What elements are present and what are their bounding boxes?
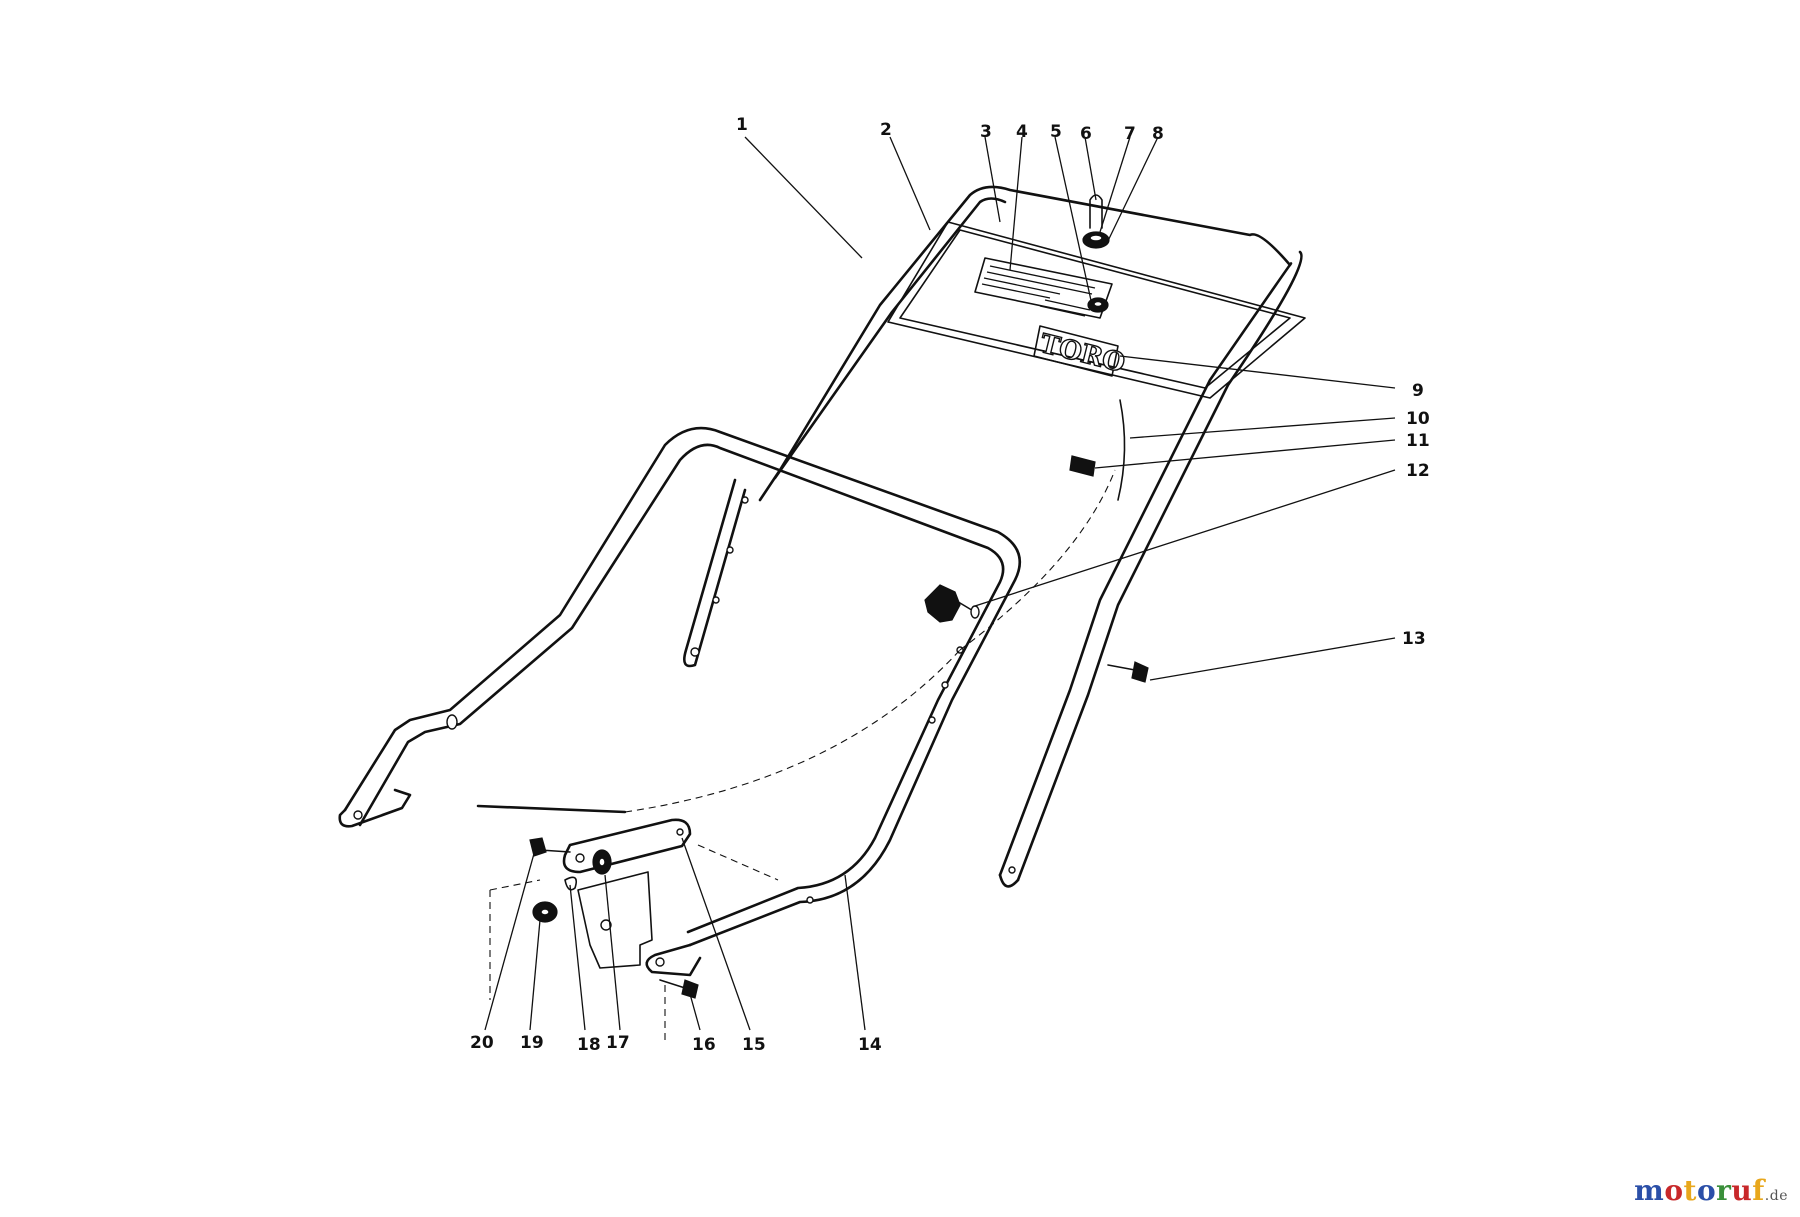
upper-handle: TORO xyxy=(758,185,1306,888)
watermark-letter: r xyxy=(1716,1174,1732,1207)
support-bar xyxy=(683,478,749,668)
callout-16: 16 xyxy=(692,1035,716,1055)
mounting-hardware xyxy=(489,818,779,1040)
callout-12: 12 xyxy=(1406,461,1430,481)
watermark-letter: u xyxy=(1731,1174,1753,1207)
callout-labels: 1 2 3 4 5 6 7 8 9 10 11 12 13 14 15 16 1… xyxy=(470,115,1430,1055)
callout-6: 6 xyxy=(1080,124,1092,144)
key-switch xyxy=(1082,194,1110,313)
callout-1: 1 xyxy=(736,115,748,135)
callout-15: 15 xyxy=(742,1035,766,1055)
watermark-logo: motoruf.de xyxy=(1634,1174,1788,1207)
callout-8: 8 xyxy=(1152,124,1164,144)
leader-lines xyxy=(484,136,1396,1031)
bolt-13 xyxy=(1107,661,1149,683)
lower-handle xyxy=(338,426,1021,977)
callout-3: 3 xyxy=(980,122,992,142)
callout-20: 20 xyxy=(470,1033,494,1053)
callout-18: 18 xyxy=(577,1035,601,1055)
callout-2: 2 xyxy=(880,120,892,140)
callout-5: 5 xyxy=(1050,122,1062,142)
handle-knob xyxy=(924,584,980,623)
watermark-letter: f xyxy=(1752,1174,1765,1207)
callout-19: 19 xyxy=(520,1033,544,1053)
callout-17: 17 xyxy=(606,1033,630,1053)
callout-14: 14 xyxy=(858,1035,882,1055)
watermark-letter: o xyxy=(1696,1174,1717,1207)
callout-13: 13 xyxy=(1402,629,1426,649)
callout-10: 10 xyxy=(1406,409,1430,429)
callout-9: 9 xyxy=(1412,381,1424,401)
cable-bracket xyxy=(1069,399,1126,501)
control-cable xyxy=(476,469,1116,814)
watermark-letter: o xyxy=(1664,1174,1684,1207)
watermark-letter: m xyxy=(1634,1174,1665,1207)
callout-4: 4 xyxy=(1016,122,1028,142)
watermark-suffix: .de xyxy=(1764,1188,1788,1204)
watermark-letter: t xyxy=(1683,1174,1697,1207)
callout-11: 11 xyxy=(1406,431,1430,451)
callout-7: 7 xyxy=(1124,124,1136,144)
